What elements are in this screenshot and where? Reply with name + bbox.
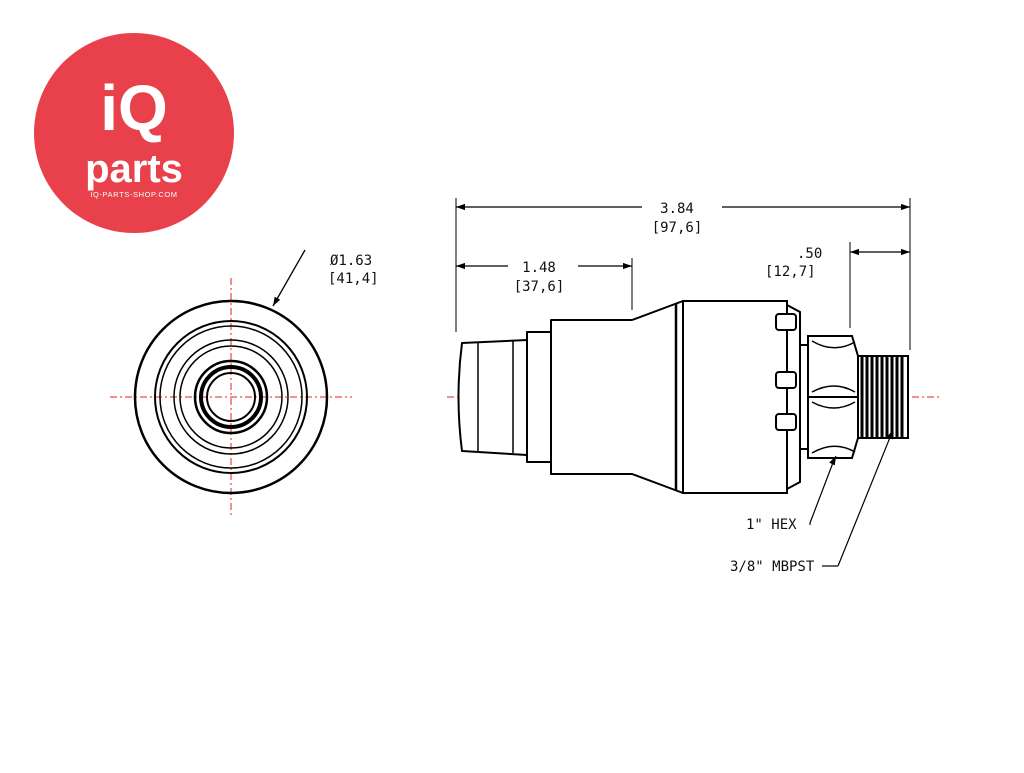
hex-nut (799, 335, 859, 459)
iq-parts-logo: iQ parts IQ-PARTS-SHOP.COM (34, 33, 234, 233)
logo-badge (34, 33, 234, 233)
end-view-centerlines (110, 278, 352, 515)
thread-length-value: .50 (797, 246, 822, 262)
nose-length-value: 1.48 (522, 260, 556, 276)
overall-length-value: 3.84 (660, 201, 694, 217)
thread-length-metric: [12,7] (765, 264, 816, 280)
end-view-rings (133, 299, 329, 495)
threaded-end (857, 355, 909, 439)
nose-length-metric: [37,6] (514, 279, 565, 295)
end-view: Ø1.63 [41,4] (110, 249, 379, 515)
side-view: 3.84 [97,6] 1.48 [37,6] .50 [12,7] 1" HE… (447, 198, 940, 575)
thread-callout-leader (822, 429, 894, 567)
logo-website: IQ-PARTS-SHOP.COM (90, 190, 177, 199)
hex-callout: 1" HEX (746, 517, 797, 533)
coupling-body (674, 300, 801, 494)
thread-callout: 3/8" MBPST (730, 559, 815, 575)
coupling-nose (457, 300, 684, 494)
overall-length-metric: [97,6] (652, 220, 703, 236)
diameter-value: Ø1.63 (330, 253, 372, 269)
hex-callout-leader (809, 455, 837, 525)
diameter-leader (272, 249, 306, 307)
logo-brand-bottom: parts (85, 147, 183, 191)
logo-brand-top: iQ (100, 72, 168, 144)
diameter-metric: [41,4] (328, 271, 379, 287)
